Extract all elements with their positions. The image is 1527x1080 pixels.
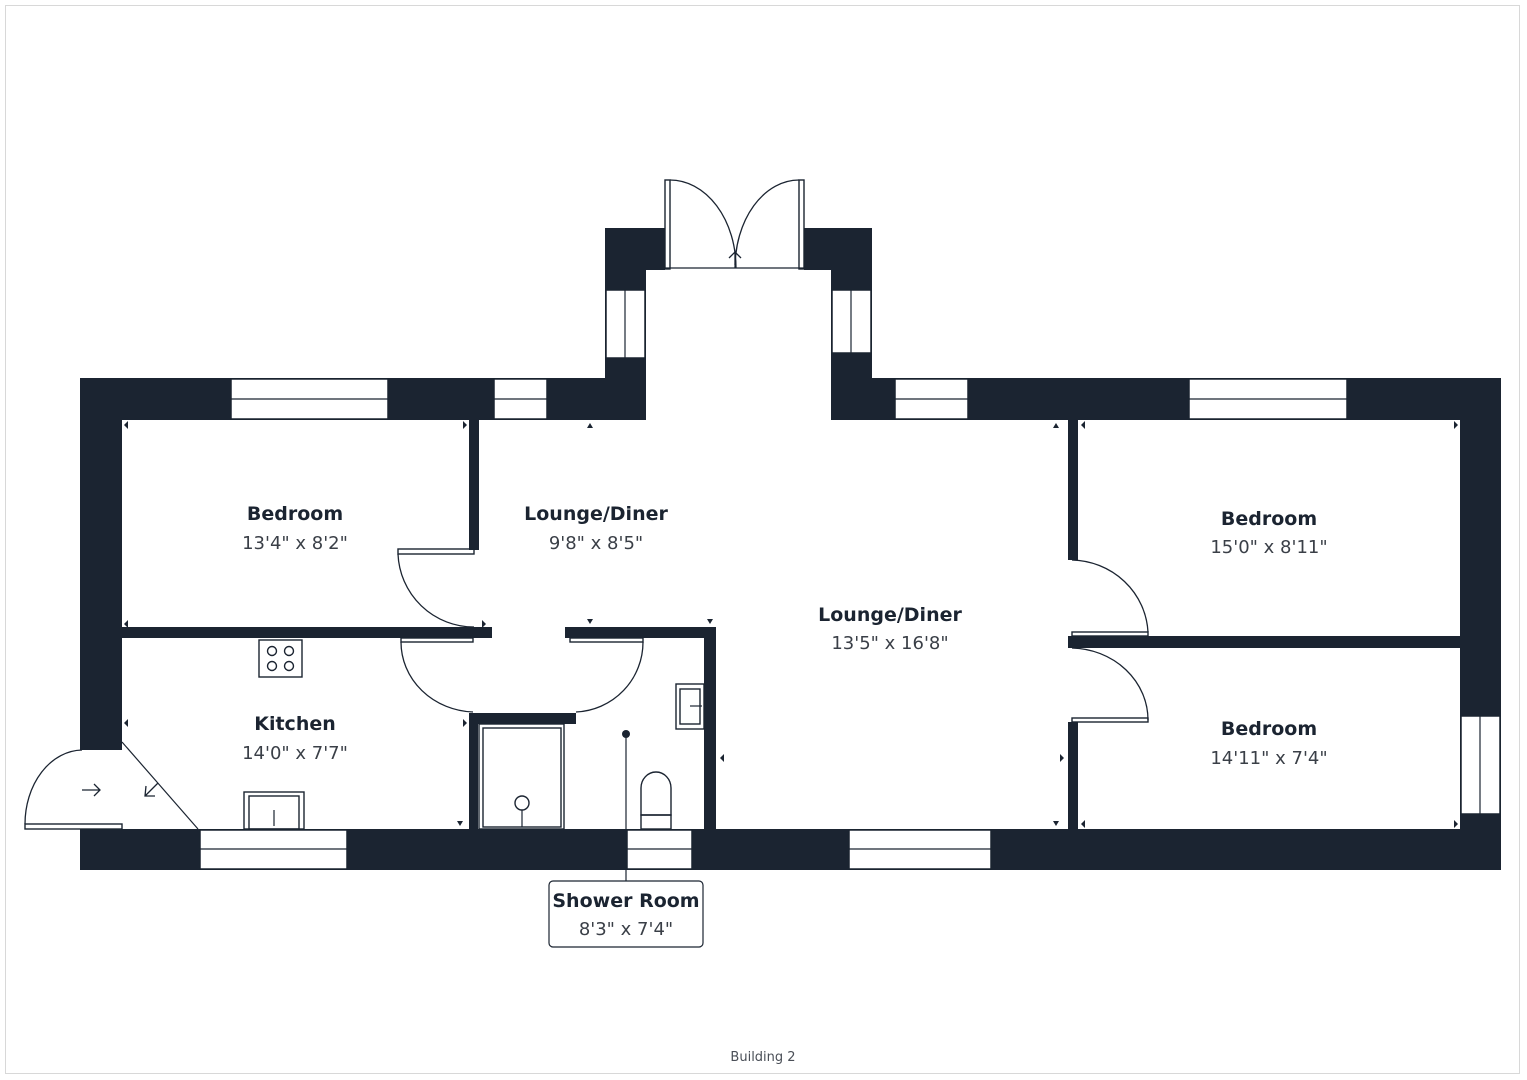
room-size: 8'3" x 7'4" [579, 919, 673, 940]
wall-lounge-bedroom-bottom [1068, 722, 1078, 829]
wall-bay-top-left [605, 228, 665, 270]
toilet-icon [640, 771, 672, 830]
room-size: 9'8" x 8'5" [549, 533, 643, 554]
wall-kitchen-shower-top [469, 713, 576, 724]
room-name: Shower Room [552, 890, 699, 912]
wall-bedrooms [1068, 636, 1460, 648]
room-name: Lounge/Diner [818, 604, 962, 626]
door-kitchen [400, 637, 474, 713]
room-bedroom-top-right: Bedroom 15'0" x 8'11" [1210, 508, 1327, 558]
shower-tray-icon [478, 723, 565, 830]
wall-bedroom-kitchen [122, 627, 492, 638]
room-lounge-main: Lounge/Diner 13'5" x 16'8" [818, 604, 962, 654]
doors [24, 179, 1149, 830]
room-name: Kitchen [254, 713, 336, 735]
room-size: 13'5" x 16'8" [831, 633, 948, 654]
room-name: Bedroom [247, 503, 343, 525]
room-bedroom-bottom-right: Bedroom 14'11" x 7'4" [1210, 718, 1327, 769]
interior-walls [122, 420, 1460, 829]
room-size: 14'11" x 7'4" [1210, 748, 1327, 769]
callout-box [548, 880, 704, 948]
door-bedroom-left [397, 548, 475, 628]
wall-bay-top-right [804, 228, 872, 270]
room-shower-room: Shower Room 8'3" x 7'4" [548, 730, 704, 948]
room-labels: Bedroom 13'4" x 8'2" Lounge/Diner 9'8" x… [242, 503, 1328, 948]
door-bedroom-top-right [1071, 559, 1149, 637]
room-bedroom-left: Bedroom 13'4" x 8'2" [242, 503, 348, 554]
wall-bedroom-lounge [469, 420, 479, 550]
room-name: Lounge/Diner [524, 503, 668, 525]
room-lounge-small: Lounge/Diner 9'8" x 8'5" [524, 503, 668, 554]
wall-left [80, 378, 122, 750]
room-name: Bedroom [1221, 508, 1317, 530]
wall-kitchen-shower [469, 713, 478, 829]
hob-icon [258, 639, 303, 678]
kitchen-sink-icon [243, 791, 305, 830]
room-name: Bedroom [1221, 718, 1317, 740]
door-entrance [24, 741, 199, 830]
building-label: Building 2 [730, 1050, 795, 1065]
room-size: 13'4" x 8'2" [242, 533, 348, 554]
wall-lounge-shower [565, 627, 716, 638]
door-bedroom-bottom-right [1071, 647, 1149, 723]
room-kitchen: Kitchen 14'0" x 7'7" [242, 713, 348, 764]
wall-shower-lounge [704, 627, 716, 829]
wall-lounge-bedroom-top [1068, 420, 1078, 560]
windows [199, 289, 1501, 870]
room-size: 15'0" x 8'11" [1210, 537, 1327, 558]
fixtures [243, 639, 705, 830]
basin-icon [675, 683, 705, 730]
door-shower-room [569, 637, 644, 713]
drawing-frame [5, 5, 1520, 1074]
room-size: 14'0" x 7'7" [242, 743, 348, 764]
french-doors [664, 179, 805, 270]
dimension-markers [124, 421, 1458, 828]
